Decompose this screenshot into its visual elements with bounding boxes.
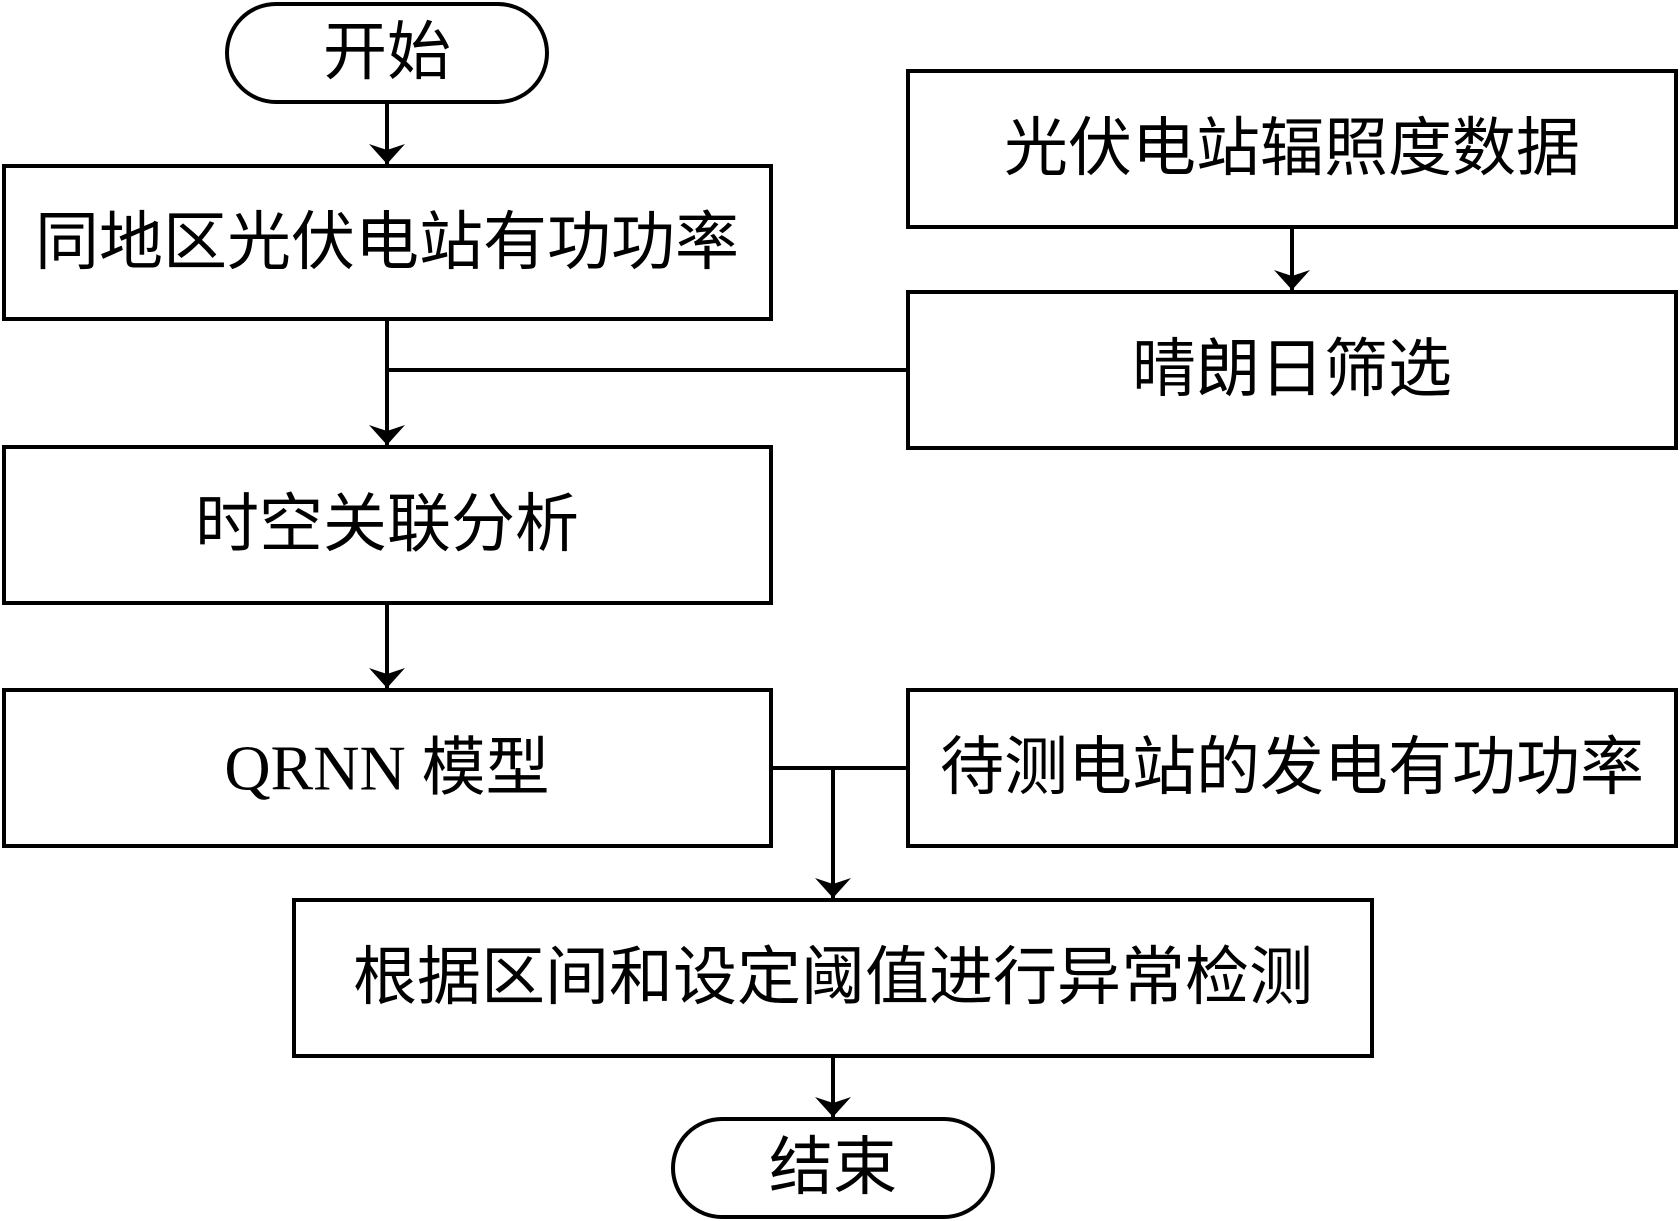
- target-station-power-node: 待测电站的发电有功功率: [906, 688, 1678, 848]
- target-station-power-label: 待测电站的发电有功功率: [940, 731, 1644, 805]
- clear-day-filter-node: 晴朗日筛选: [906, 290, 1678, 450]
- end-node: 结束: [671, 1117, 995, 1219]
- regional-power-label: 同地区光伏电站有功功率: [35, 206, 739, 280]
- anomaly-detection-label: 根据区间和设定阈值进行异常检测: [353, 941, 1313, 1015]
- clear-day-filter-label: 晴朗日筛选: [1132, 333, 1452, 407]
- regional-power-node: 同地区光伏电站有功功率: [2, 164, 773, 321]
- qrnn-model-label: QRNN 模型: [224, 733, 549, 804]
- irradiance-data-label: 光伏电站辐照度数据: [1004, 112, 1580, 186]
- spatiotemporal-analysis-node: 时空关联分析: [2, 445, 773, 605]
- anomaly-detection-node: 根据区间和设定阈值进行异常检测: [292, 898, 1374, 1058]
- irradiance-data-node: 光伏电站辐照度数据: [906, 69, 1678, 229]
- spatiotemporal-analysis-label: 时空关联分析: [195, 488, 579, 562]
- qrnn-model-node: QRNN 模型: [2, 688, 773, 848]
- end-label: 结束: [769, 1131, 897, 1205]
- start-label: 开始: [323, 16, 451, 90]
- start-node: 开始: [225, 2, 549, 104]
